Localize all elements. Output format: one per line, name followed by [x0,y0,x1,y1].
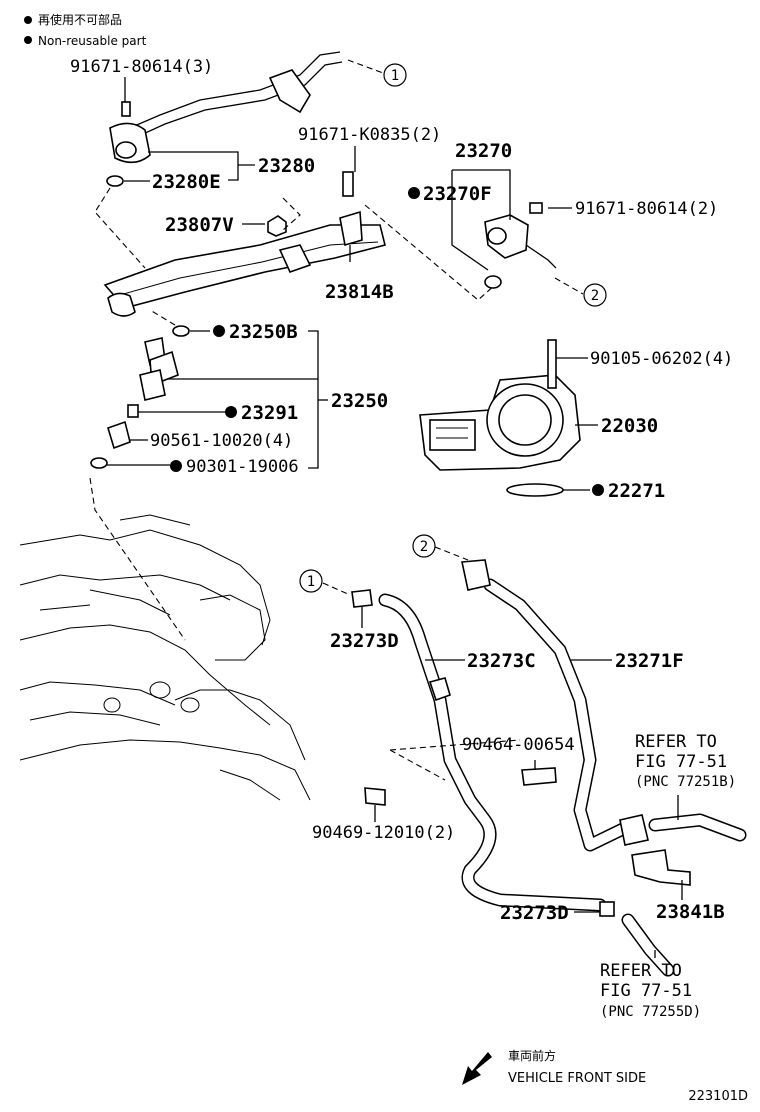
label-22030: 22030 [601,415,658,437]
label-23807V: 23807V [165,214,234,236]
marker-90301 [170,460,182,472]
front-english: VEHICLE FRONT SIDE [508,1071,646,1086]
label-90561-10020-4: 90561-10020(4) [150,431,293,451]
marker-23291 [225,406,237,418]
callout-2-bottom: 2 [412,534,436,558]
ref-upper-line1: REFER TO [635,732,717,752]
fuel-hoses [351,559,747,977]
label-90464-00654: 90464-00654 [462,735,575,755]
delivery-pipe [103,171,386,317]
label-23270: 23270 [455,140,512,162]
legend-dot-2 [24,36,32,44]
leader-lines [107,77,683,958]
front-arrow-icon [462,1052,492,1085]
reference-lower: REFER TO FIG 77-51 (PNC 77255D) [600,961,701,1020]
label-23250B: 23250B [229,321,298,343]
legend-dot-1 [24,16,32,24]
label-23814B: 23814B [325,281,394,303]
label-91671-K0835-2: 91671-K0835(2) [298,125,441,145]
label-23273D-bottom: 23273D [500,902,569,924]
label-90301-19006: 90301-19006 [186,457,299,477]
callout-1-top-label: 1 [391,68,399,84]
callout-1-bottom-label: 1 [307,574,315,590]
pressure-regulator [484,202,557,289]
label-23271F: 23271F [615,650,684,672]
label-23270F: 23270F [423,183,492,205]
small-parts [90,175,287,469]
label-91671-80614-2: 91671-80614(2) [575,199,718,219]
marker-22271 [592,484,604,496]
callout-2-bottom-label: 2 [420,539,428,555]
figure-id: 223101D [688,1089,748,1104]
callout-2-top-label: 2 [591,288,599,304]
vehicle-front-indicator: 車両前方 VEHICLE FRONT SIDE [462,1048,646,1086]
callout-1-top: 1 [383,63,407,87]
dashed-assembly-lines [89,59,584,781]
legend: 再使用不可部品 Non-reusable part [24,12,147,48]
label-23280: 23280 [258,155,315,177]
ref-upper-line3: (PNC 77251B) [635,774,736,790]
label-23291: 23291 [241,402,298,424]
reference-upper: REFER TO FIG 77-51 (PNC 77251B) [635,732,736,790]
engine-block-sketch [19,514,311,801]
label-23841B: 23841B [656,901,725,923]
legend-english: Non-reusable part [38,34,147,48]
ref-lower-line1: REFER TO [600,961,682,981]
label-23273C: 23273C [467,650,536,672]
label-90469-12010-2: 90469-12010(2) [312,823,455,843]
legend-japanese: 再使用不可部品 [38,12,122,27]
label-23250: 23250 [331,390,388,412]
marker-23250B [213,325,225,337]
ref-upper-line2: FIG 77-51 [635,752,727,772]
ref-lower-line3: (PNC 77255D) [600,1004,701,1020]
marker-23270F [408,187,420,199]
throttle-body [419,339,581,497]
label-90105-06202-4: 90105-06202(4) [590,349,733,369]
callout-1-bottom: 1 [299,569,323,593]
label-22271: 22271 [608,480,665,502]
part-labels: 91671-80614(3) 23280 23280E 91671-K0835(… [70,57,733,924]
label-23273D-top: 23273D [330,630,399,652]
label-23280E: 23280E [152,171,221,193]
non-reusable-markers [170,187,604,496]
fuel-injector [107,337,179,450]
fuel-return-pipe [109,51,343,164]
callout-2-top: 2 [583,283,607,307]
ref-lower-line2: FIG 77-51 [600,981,692,1001]
front-japanese: 車両前方 [508,1048,556,1063]
label-91671-80614-3: 91671-80614(3) [70,57,213,77]
